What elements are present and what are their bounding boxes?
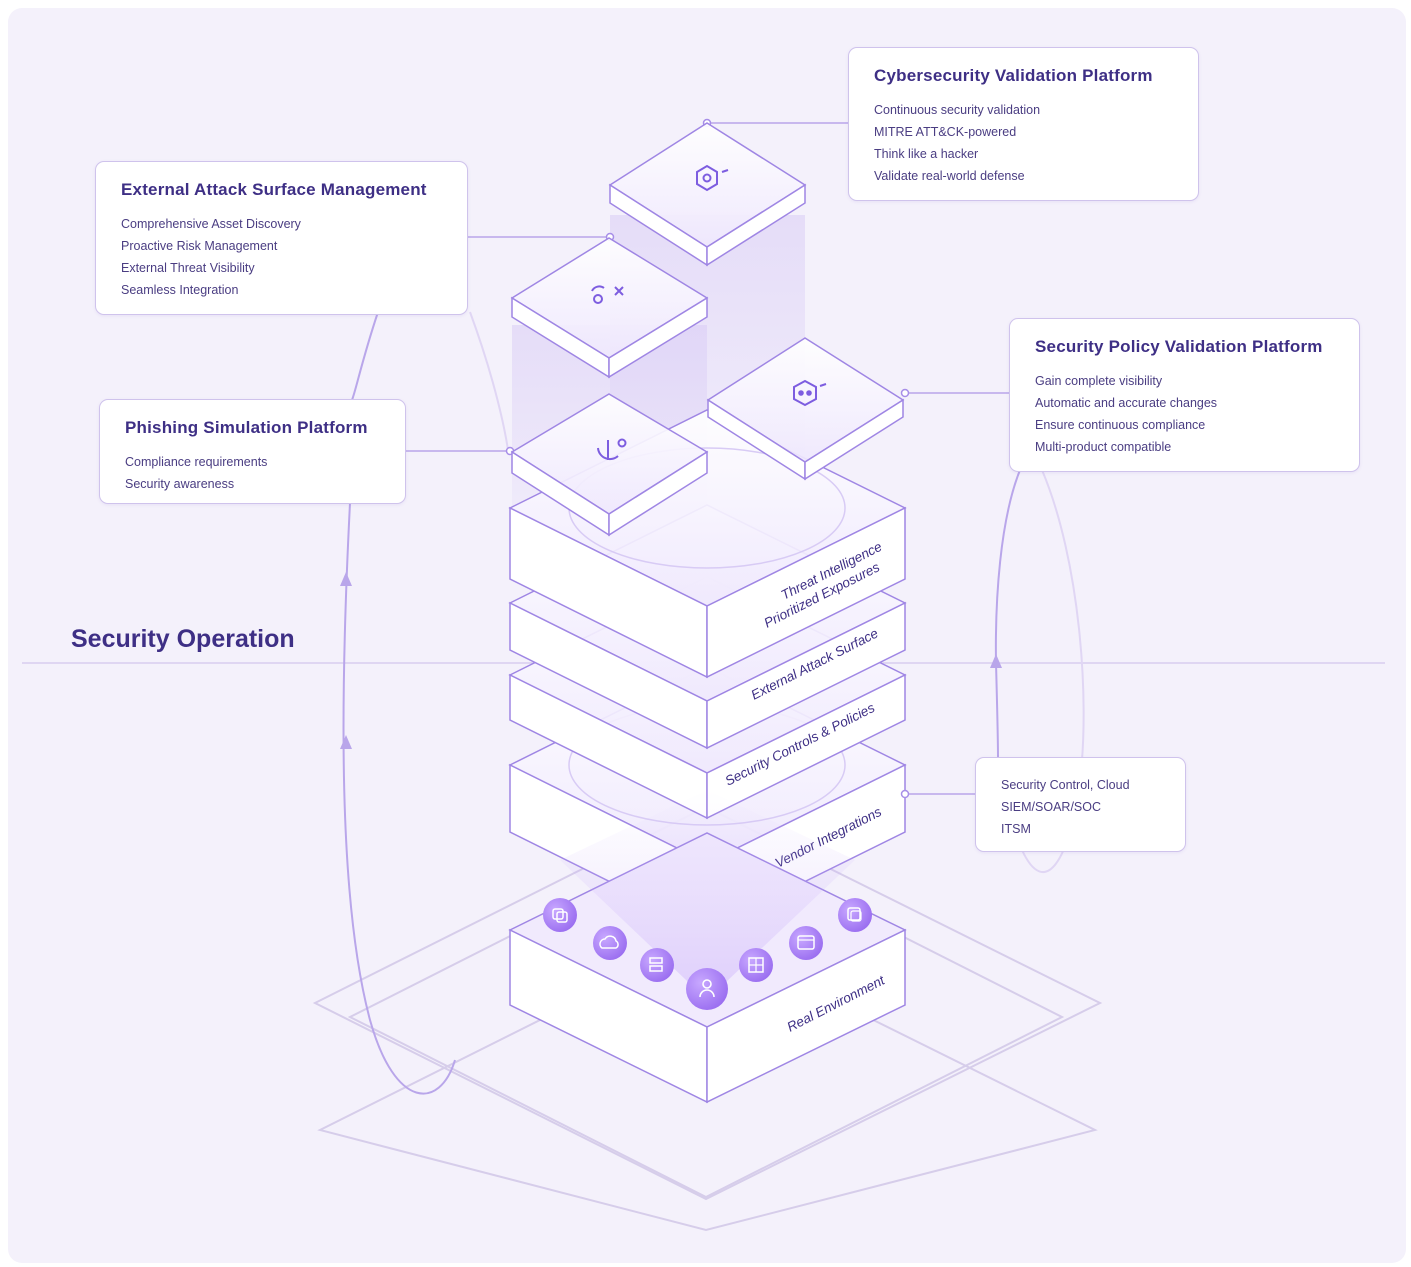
left-loop xyxy=(340,311,509,1095)
browser-settings-icon xyxy=(789,926,823,960)
card-vendor-targets[interactable]: Security Control, Cloud SIEM/SOAR/SOC IT… xyxy=(975,757,1186,852)
card-title: Phishing Simulation Platform xyxy=(125,418,368,437)
anchor-hook-icon xyxy=(597,438,627,461)
feature-list: Security Control, Cloud SIEM/SOAR/SOC IT… xyxy=(1001,774,1161,840)
list-item: Gain complete visibility xyxy=(1035,374,1163,388)
list-item: Security Control, Cloud xyxy=(1001,778,1130,792)
list-item: ITSM xyxy=(1001,822,1031,836)
user-network-icon xyxy=(686,968,728,1010)
list-item: Security awareness xyxy=(125,477,235,491)
layer-real-environment: Real Environment xyxy=(508,790,907,1104)
server-lock-icon xyxy=(640,948,674,982)
card-title: External Attack Surface Management xyxy=(121,180,427,199)
list-item: Continuous security validation xyxy=(874,103,1041,117)
cube-cybersecurity-validation[interactable] xyxy=(608,122,807,267)
cube-easm[interactable] xyxy=(510,237,709,379)
card-title: Security Policy Validation Platform xyxy=(1035,337,1323,356)
hexagon-target-icon xyxy=(696,164,729,192)
card-security-policy-validation[interactable]: Security Policy Validation Platform Gain… xyxy=(1009,318,1360,472)
list-item: Ensure continuous compliance xyxy=(1035,418,1206,432)
hexagon-eye-icon xyxy=(793,379,827,407)
list-item: Automatic and accurate changes xyxy=(1035,396,1218,410)
card-cybersecurity-validation[interactable]: Cybersecurity Validation Platform Contin… xyxy=(848,47,1199,201)
grid-chip-icon xyxy=(739,948,773,982)
card-phishing-simulation[interactable]: Phishing Simulation Platform Compliance … xyxy=(99,399,406,504)
card-external-attack-surface[interactable]: External Attack Surface Management Compr… xyxy=(95,161,468,315)
list-item: Compliance requirements xyxy=(125,455,268,469)
section-title-security-operation: Security Operation xyxy=(71,625,295,653)
feature-list: Comprehensive Asset Discovery Proactive … xyxy=(121,213,443,301)
connectors xyxy=(404,122,1010,795)
diagram-canvas: Vendor Integrations Security Controls & … xyxy=(8,8,1406,1263)
cloud-gear-icon xyxy=(593,926,627,960)
list-item: SIEM/SOAR/SOC xyxy=(1001,800,1102,814)
feature-list: Continuous security validation MITRE ATT… xyxy=(874,99,1174,187)
list-item: Think like a hacker xyxy=(874,147,979,161)
layers-check-icon xyxy=(838,898,872,932)
list-item: Validate real-world defense xyxy=(874,169,1025,183)
list-item: Seamless Integration xyxy=(121,283,239,297)
card-title: Cybersecurity Validation Platform xyxy=(874,66,1153,85)
list-item: Multi-product compatible xyxy=(1035,440,1172,454)
discovery-arrows-icon xyxy=(591,285,624,304)
list-item: Comprehensive Asset Discovery xyxy=(121,217,301,231)
cube-phishing[interactable] xyxy=(510,393,709,537)
environment-nodes xyxy=(543,898,872,1010)
feature-list: Compliance requirements Security awarene… xyxy=(125,451,381,495)
cube-security-policy[interactable] xyxy=(706,337,905,481)
list-item: Proactive Risk Management xyxy=(121,239,278,253)
shield-copy-icon xyxy=(543,898,577,932)
list-item: External Threat Visibility xyxy=(121,261,255,275)
feature-list: Gain complete visibility Automatic and a… xyxy=(1035,370,1335,458)
list-item: MITRE ATT&CK-powered xyxy=(874,125,1017,139)
stack-diagram: Vendor Integrations Security Controls & … xyxy=(22,118,1385,1232)
